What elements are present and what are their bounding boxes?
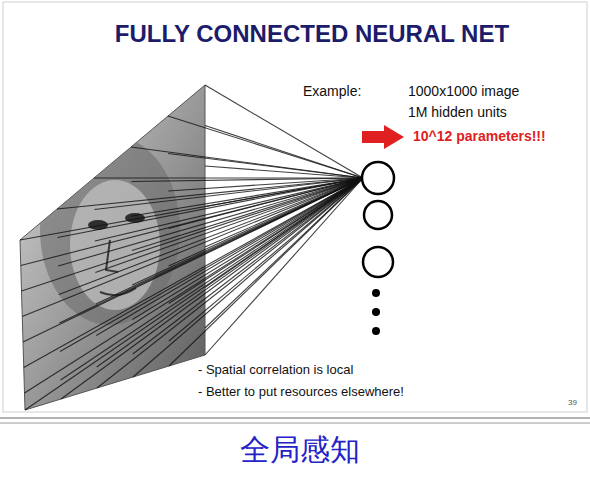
ellipsis-dot — [372, 289, 380, 297]
connection-lines — [20, 85, 363, 410]
red-arrow — [362, 125, 404, 149]
connection-line — [22, 178, 364, 291]
image-size: 1000x1000 image — [408, 83, 519, 100]
connection-line — [205, 166, 363, 178]
ellipsis-dot — [372, 308, 380, 316]
connection-line — [205, 178, 363, 328]
connection-line — [22, 178, 363, 317]
ellipsis-dot — [372, 327, 380, 335]
example-label: Example: — [303, 83, 361, 100]
connection-line — [205, 178, 363, 207]
hidden-units — [362, 162, 394, 335]
connection-line — [205, 178, 363, 355]
connection-line — [132, 178, 363, 285]
connection-line — [23, 178, 363, 342]
separator-line — [0, 423, 590, 424]
parameter-count: 10^12 parameters!!! — [413, 128, 546, 145]
connection-line — [169, 178, 363, 266]
figure-caption: 全局感知 — [240, 432, 360, 468]
note-line: - Spatial correlation is local — [198, 362, 353, 378]
connection-line — [61, 178, 363, 380]
connection-line — [131, 178, 363, 182]
connection-line — [97, 178, 363, 367]
hidden-unit — [362, 162, 394, 194]
connection-line — [205, 178, 363, 247]
connection-line — [25, 178, 363, 410]
connection-line — [95, 178, 363, 273]
connection-line — [168, 178, 363, 191]
slide-frame — [3, 2, 587, 412]
note-line: - Better to put resources elsewhere! — [198, 384, 404, 400]
connection-line — [94, 178, 363, 210]
connection-line — [168, 154, 363, 179]
connection-line — [59, 178, 363, 323]
connection-line — [59, 178, 363, 295]
hidden-count: 1M hidden units — [408, 104, 507, 121]
connection-line — [25, 178, 364, 393]
connection-line — [133, 178, 363, 354]
slide-title: FULLY CONNECTED NEURAL NET — [115, 20, 509, 49]
connection-line — [169, 178, 363, 366]
connection-line — [205, 178, 363, 288]
separator-line — [0, 417, 590, 419]
hidden-unit — [363, 247, 393, 277]
connection-line — [24, 178, 363, 368]
connection-line — [205, 126, 363, 179]
connection-line — [61, 178, 363, 399]
page-number: 39 — [568, 398, 577, 408]
connection-line — [168, 116, 363, 178]
connection-line — [133, 178, 364, 320]
connection-line — [97, 178, 363, 388]
hidden-unit — [364, 201, 392, 229]
connection-line — [133, 178, 363, 377]
connection-line — [169, 178, 363, 341]
connection-line — [131, 147, 363, 178]
connection-line — [132, 178, 363, 251]
connection-line — [96, 178, 363, 304]
connection-line — [96, 178, 363, 336]
connection-line — [169, 178, 363, 304]
